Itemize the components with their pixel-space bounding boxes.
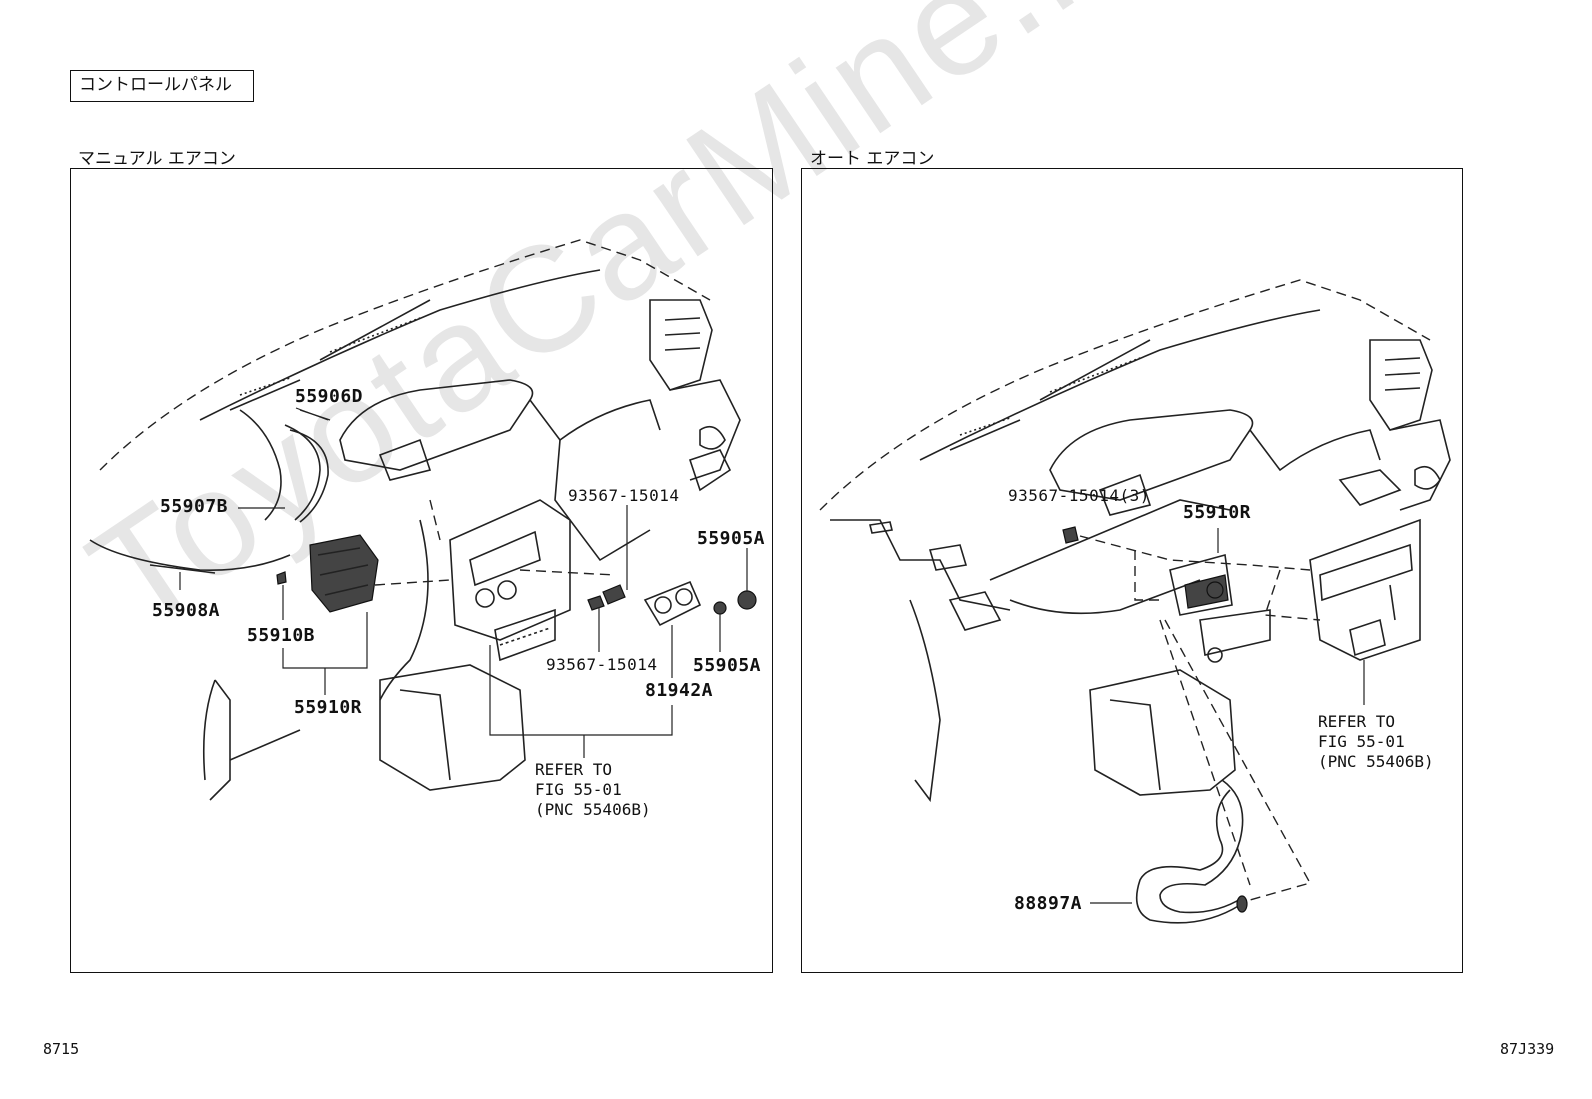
right-refer-note: REFER TO FIG 55-01 (PNC 55406B)	[1318, 712, 1434, 771]
label-93567-15014-3: 93567-15014(3)	[1008, 486, 1150, 505]
label-55907B: 55907B	[160, 496, 229, 517]
label-81942A: 81942A	[645, 680, 714, 701]
right-parts	[1062, 526, 1248, 924]
right-panel-title: オート エアコン	[810, 149, 935, 169]
label-55905A-lower: 55905A	[693, 655, 762, 676]
left-parts	[276, 534, 757, 627]
left-panel-title: マニュアル エアコン	[78, 149, 236, 169]
left-refer-note: REFER TO FIG 55-01 (PNC 55406B)	[535, 760, 651, 819]
label-55906D: 55906D	[295, 386, 364, 407]
right-dashboard-outline	[819, 279, 1451, 803]
left-cables	[89, 409, 331, 574]
label-93567-15014-lower: 93567-15014	[546, 655, 658, 674]
left-panel	[70, 168, 773, 973]
label-55910R-left: 55910R	[294, 697, 363, 718]
label-55910R-right: 55910R	[1183, 502, 1252, 523]
label-88897A: 88897A	[1014, 893, 1083, 914]
left-leader-lines	[179, 407, 748, 758]
left-dashboard-outline	[99, 239, 741, 801]
footer-figure-code: 87J339	[1500, 1040, 1555, 1058]
right-panel	[801, 168, 1463, 973]
label-93567-15014-upper: 93567-15014	[568, 486, 680, 505]
label-55905A-upper: 55905A	[697, 528, 766, 549]
right-leader-lines	[1079, 528, 1365, 904]
footer-page-code: 8715	[43, 1040, 80, 1058]
section-title: コントロールパネル	[70, 70, 254, 102]
label-55910B: 55910B	[247, 625, 316, 646]
label-55908A: 55908A	[152, 600, 221, 621]
